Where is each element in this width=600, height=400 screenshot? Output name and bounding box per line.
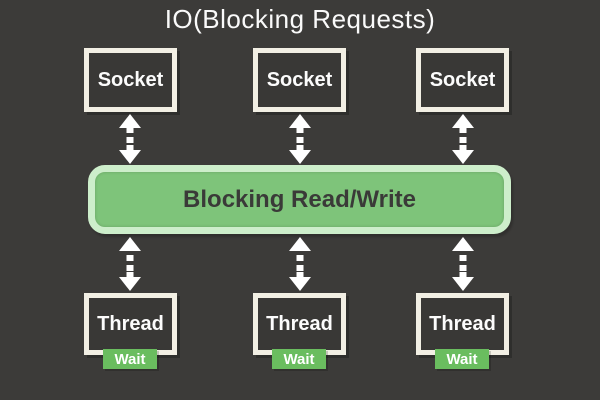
thread-label-1: Thread: [97, 312, 164, 335]
dashed-double-arrow-icon: [119, 237, 141, 291]
wait-badge-3: Wait: [435, 349, 489, 369]
wait-badge-label-3: Wait: [446, 350, 478, 368]
socket-box-2: Socket: [253, 48, 346, 112]
wait-badge-label-1: Wait: [114, 350, 146, 368]
thread-label-3: Thread: [429, 312, 496, 335]
dashed-double-arrow-icon: [452, 237, 474, 291]
dashed-double-arrow-icon: [289, 114, 311, 164]
wait-badge-label-2: Wait: [283, 350, 315, 368]
dashed-double-arrow-icon: [452, 114, 474, 164]
wait-badge-1: Wait: [103, 349, 157, 369]
thread-box-2: Thread: [253, 293, 346, 355]
socket-label-2: Socket: [266, 68, 333, 91]
socket-box-3: Socket: [416, 48, 509, 112]
socket-label-1: Socket: [97, 68, 164, 91]
blocking-read-write-label: Blocking Read/Write: [183, 185, 416, 213]
thread-box-1: Thread: [84, 293, 177, 355]
thread-box-3: Thread: [416, 293, 509, 355]
diagram-title: IO(Blocking Requests): [164, 4, 436, 34]
socket-label-3: Socket: [429, 68, 496, 91]
dashed-double-arrow-icon: [289, 237, 311, 291]
socket-box-1: Socket: [84, 48, 177, 112]
wait-badge-2: Wait: [272, 349, 326, 369]
blocking-read-write-bar: Blocking Read/Write: [88, 165, 511, 234]
thread-label-2: Thread: [266, 312, 333, 335]
dashed-double-arrow-icon: [119, 114, 141, 164]
